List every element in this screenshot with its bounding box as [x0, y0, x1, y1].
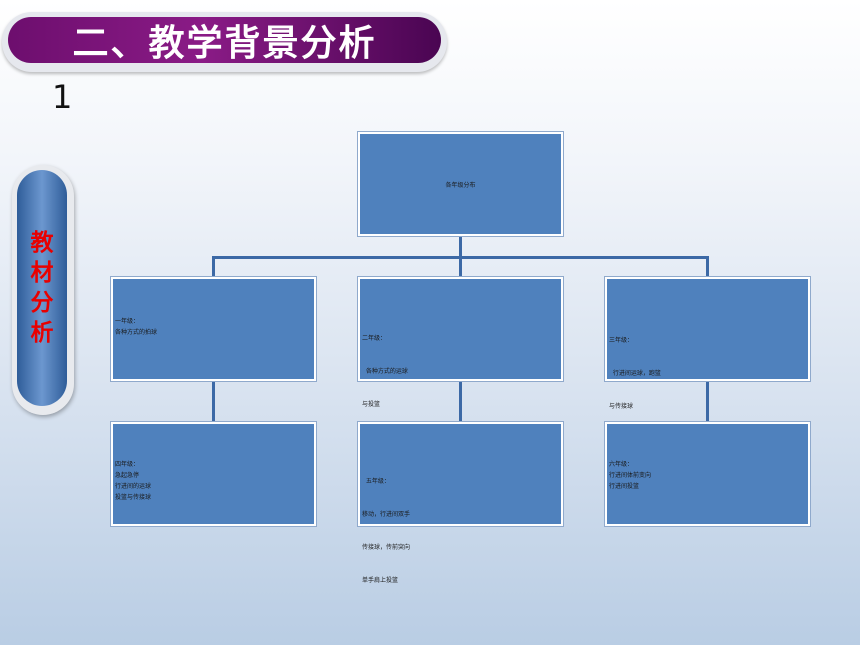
grade-6-line: 行进间体前变向 [609, 472, 652, 479]
grade-2-line: 与投篮 [362, 401, 381, 408]
grade-4-node: 四年级： 急起急停 行进间的运球 投篮与传接球 [111, 422, 316, 526]
section-number: 1 [52, 78, 73, 116]
connector-left-down [212, 380, 215, 423]
grade-1-text: 一年级： 各种方式的拍球 [115, 316, 157, 338]
grade-4-line: 四年级： [115, 461, 140, 468]
grade-6-line: 六年级： [609, 461, 634, 468]
connector-right-down [706, 380, 709, 423]
grade-5-line: 移动，行进间双手 [362, 511, 411, 518]
grade-1-line: 各种方式的拍球 [115, 329, 158, 336]
grade-2-line: 二年级： [362, 335, 387, 342]
root-node: 各年级分布 [358, 132, 563, 236]
page-title: 二、教学背景分析 [72, 23, 377, 64]
grade-5-line: 单手肩上投篮 [362, 577, 399, 584]
connector-to-left [212, 256, 215, 278]
grade-6-text: 六年级： 行进间体前变向 行进间投篮 [609, 459, 651, 492]
root-node-text: 各年级分布 [445, 182, 476, 189]
title-banner-inner: 二、教学背景分析 [8, 17, 441, 64]
grade-3-line: 行进间运球，跑篮 [609, 370, 661, 377]
grade-3-line: 三年级： [609, 337, 634, 344]
grade-2-text: 二年级： 各种方式的运球 与投篮 [362, 311, 408, 432]
connector-to-middle [459, 256, 462, 278]
grade-5-node: 五年级： 移动，行进间双手 传接球，传前突向 单手肩上投篮 [358, 422, 563, 584]
grade-4-line: 行进间的运球 [115, 483, 152, 490]
grade-2-line: 各种方式的运球 [362, 368, 408, 375]
grade-1-line: 一年级： [115, 318, 140, 325]
grade-5-text: 五年级： 移动，行进间双手 传接球，传前突向 单手肩上投篮 [362, 454, 410, 608]
grade-3-text: 三年级： 行进间运球，跑篮 与传接球 [609, 313, 661, 434]
grade-4-line: 急起急停 [115, 472, 140, 479]
side-tab-pill: 教材分析 [17, 170, 67, 406]
side-tab[interactable]: 教材分析 [12, 165, 74, 415]
grade-4-line: 投篮与传接球 [115, 494, 152, 501]
grade-5-line: 五年级： [362, 478, 390, 485]
connector-to-right [706, 256, 709, 278]
grade-6-node: 六年级： 行进间体前变向 行进间投篮 [605, 422, 810, 526]
connector-root-down [459, 236, 462, 258]
grade-3-node: 三年级： 行进间运球，跑篮 与传接球 [605, 277, 810, 410]
grade-4-text: 四年级： 急起急停 行进间的运球 投篮与传接球 [115, 459, 151, 503]
grade-6-line: 行进间投篮 [609, 483, 640, 490]
title-banner: 二、教学背景分析 [2, 12, 447, 72]
grade-1-node: 一年级： 各种方式的拍球 [111, 277, 316, 381]
grade-5-line: 传接球，传前突向 [362, 544, 411, 551]
grade-3-line: 与传接球 [609, 403, 634, 410]
connector-middle-down [459, 380, 462, 423]
side-tab-label: 教材分析 [30, 230, 54, 346]
grade-2-node: 二年级： 各种方式的运球 与投篮 [358, 277, 563, 408]
